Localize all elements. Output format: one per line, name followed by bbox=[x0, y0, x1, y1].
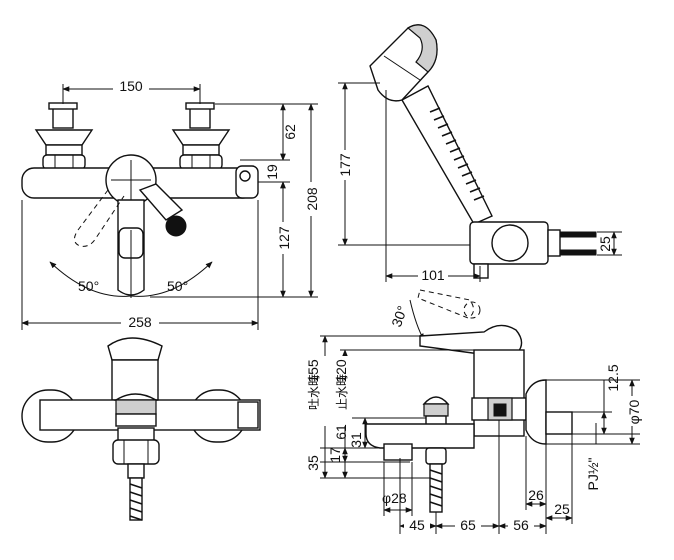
shower-view: 177 101 25 bbox=[337, 24, 622, 283]
dim-top-offset: 19 bbox=[264, 164, 280, 180]
left-valve bbox=[34, 102, 94, 170]
dim-26: 26 bbox=[528, 487, 544, 503]
side-view: 30° 吐水時 155 止水時 120 bbox=[304, 289, 642, 534]
dim-handle-height: 62 bbox=[282, 124, 298, 140]
dim-reach: 101 bbox=[421, 267, 445, 283]
dim-spout-height: 127 bbox=[276, 226, 292, 250]
dim-valve-spacing: 150 bbox=[119, 78, 143, 94]
dim-45: 45 bbox=[409, 517, 425, 533]
side-spout bbox=[365, 423, 475, 449]
angle-left-label: 50° bbox=[78, 278, 99, 294]
lever-knob bbox=[165, 215, 187, 237]
shower-handle bbox=[401, 85, 493, 225]
angle-right-label: 50° bbox=[167, 278, 188, 294]
dim-outlet-height: 155 bbox=[305, 359, 321, 383]
dim-56: 56 bbox=[513, 517, 529, 533]
dim-65: 65 bbox=[460, 517, 476, 533]
dim-spout-diameter: φ28 bbox=[382, 490, 407, 506]
side-body bbox=[473, 349, 525, 437]
dim-31: 31 bbox=[348, 432, 364, 448]
dim-17: 17 bbox=[327, 447, 343, 463]
handle-grip bbox=[429, 107, 485, 201]
dim-head-height: 177 bbox=[337, 153, 353, 177]
dim-overall-width: 258 bbox=[128, 314, 152, 330]
label-stop: 止水時 bbox=[335, 374, 349, 410]
bottom-front-view bbox=[21, 337, 261, 521]
hose bbox=[129, 477, 143, 521]
dim-stop-height: 120 bbox=[333, 359, 349, 383]
dim-12-5: 12.5 bbox=[605, 364, 621, 391]
dim-thread: PJ½" bbox=[585, 457, 601, 490]
dim-35: 35 bbox=[305, 455, 321, 471]
lever-top bbox=[107, 337, 163, 361]
dim-25: 25 bbox=[554, 501, 570, 517]
dim-flange-diameter: φ70 bbox=[626, 399, 642, 424]
angle-lever-label: 30° bbox=[388, 304, 410, 329]
dim-61: 61 bbox=[333, 424, 349, 440]
label-outlet: 吐水時 bbox=[307, 374, 321, 410]
front-view: 50° 50° 150 62 19 127 208 258 bbox=[21, 78, 320, 330]
dim-holder-height: 25 bbox=[597, 236, 613, 252]
dim-overall-height: 208 bbox=[304, 187, 320, 211]
right-valve bbox=[171, 102, 231, 170]
wall-flange bbox=[525, 379, 547, 445]
